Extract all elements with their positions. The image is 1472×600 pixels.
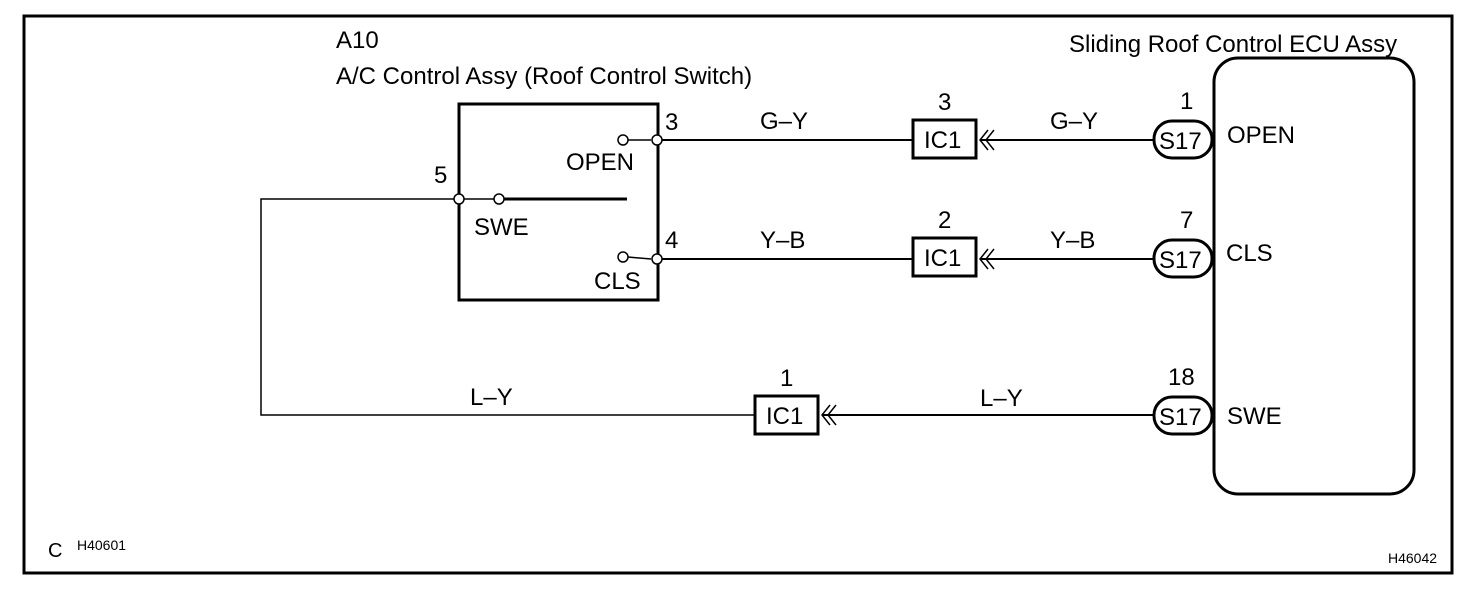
switch-cls-label: CLS: [594, 268, 641, 295]
switch-open-contact: [617, 134, 629, 146]
switch-swe-label: SWE: [474, 214, 529, 241]
ic1-cls-label: IC1: [924, 245, 961, 272]
ic1-cls-connector: [911, 236, 978, 278]
ic1-swe-connector: [753, 394, 820, 436]
switch-pin-4: 4: [665, 227, 678, 254]
switch-cls-contact: [617, 251, 629, 263]
s17-cls-connector: [1152, 238, 1214, 279]
switch-pin-4-terminal: [651, 253, 663, 265]
switch-cls-link: [627, 256, 652, 260]
switch-pin-3-terminal: [651, 134, 663, 146]
ic1-cls-pin: 2: [938, 207, 951, 234]
diagram-frame: [22, 14, 1454, 575]
wire-open-color-left: G–Y: [760, 108, 808, 135]
ic1-swe-pin: 1: [780, 365, 793, 392]
switch-pin-3: 3: [665, 109, 678, 136]
switch-assy-code: A10: [336, 27, 379, 54]
wire-cls-color-left: Y–B: [760, 227, 805, 254]
footer-ref-right: H46042: [1388, 550, 1437, 566]
ecu-pin-1: 1: [1180, 88, 1193, 115]
switch-open-label: OPEN: [566, 149, 634, 176]
ecu-name: Sliding Roof Control ECU Assy: [1069, 31, 1397, 58]
footer-ref-left: H40601: [77, 537, 126, 553]
wire-swe-left: [260, 198, 755, 416]
ic1-open-pin: 3: [938, 89, 951, 116]
switch-pin-5: 5: [434, 162, 447, 189]
s17-swe-connector: [1152, 395, 1214, 436]
ecu-cls-label: CLS: [1226, 240, 1273, 267]
ecu-box: [1212, 56, 1416, 496]
wire-cls-color-right: Y–B: [1050, 227, 1095, 254]
ic1-open-connector: [911, 118, 978, 160]
ecu-swe-label: SWE: [1227, 403, 1282, 430]
s17-open-connector: [1152, 119, 1214, 160]
ic1-swe-label: IC1: [766, 403, 803, 430]
wire-swe-color-left: L–Y: [470, 384, 513, 411]
footer-prefix: C: [48, 540, 62, 562]
switch-swe-contact: [493, 193, 505, 205]
s17-open-label: S17: [1159, 128, 1202, 155]
ecu-pin-7: 7: [1180, 207, 1193, 234]
ecu-open-label: OPEN: [1227, 122, 1295, 149]
s17-swe-label: S17: [1159, 404, 1202, 431]
ic1-open-label: IC1: [924, 127, 961, 154]
s17-cls-label: S17: [1159, 247, 1202, 274]
ecu-pin-18: 18: [1168, 364, 1195, 391]
switch-assy-name: A/C Control Assy (Roof Control Switch): [336, 63, 752, 90]
switch-pin-5-terminal: [453, 193, 465, 205]
wire-open-color-right: G–Y: [1050, 108, 1098, 135]
wire-swe-color-right: L–Y: [980, 385, 1023, 412]
